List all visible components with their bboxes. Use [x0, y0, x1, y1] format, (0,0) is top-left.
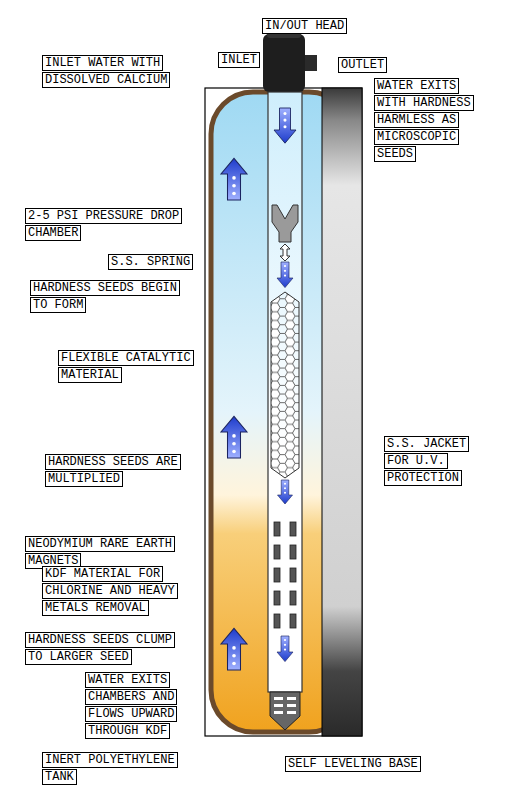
- callout-label: WATER EXITS WITH HARDNESS HARMLESS AS MI…: [374, 78, 474, 163]
- callout-label: SELF LEVELING BASE: [285, 756, 421, 773]
- label-text: HARDNESS SEEDS ARE MULTIPLIED: [45, 454, 181, 487]
- label-text: IN/OUT HEAD: [262, 18, 347, 34]
- label-text: SELF LEVELING BASE: [285, 756, 421, 772]
- label-text: S.S. SPRING: [108, 254, 193, 270]
- label-text: INLET WATER WITH DISSOLVED CALCIUM: [42, 55, 170, 88]
- label-text: S.S. JACKET FOR U.V. PROTECTION: [384, 436, 469, 486]
- callout-label: HARDNESS SEEDS CLUMP TO LARGER SEED: [25, 632, 179, 666]
- label-text: OUTLET: [338, 57, 387, 73]
- callout-label: INERT POLYETHYLENE TANK: [42, 752, 182, 786]
- callout-label: S.S. SPRING: [108, 254, 193, 271]
- callout-label: INLET WATER WITH DISSOLVED CALCIUM: [42, 55, 172, 89]
- label-text: NEODYMIUM RARE EARTH MAGNETS: [25, 536, 175, 569]
- callout-label: NEODYMIUM RARE EARTH MAGNETS: [25, 536, 179, 570]
- callout-label: IN/OUT HEAD: [262, 18, 347, 35]
- label-text: WATER EXITS CHAMBERS AND FLOWS UPWARD TH…: [85, 672, 177, 739]
- label-text: FLEXIBLE CATALYTIC MATERIAL: [58, 350, 194, 383]
- callout-label: KDF MATERIAL FOR CHLORINE AND HEAVY META…: [42, 566, 182, 617]
- callout-label: WATER EXITS CHAMBERS AND FLOWS UPWARD TH…: [85, 672, 183, 740]
- label-text: INLET: [218, 52, 260, 68]
- label-text: 2-5 PSI PRESSURE DROP CHAMBER: [25, 208, 182, 241]
- callout-label: OUTLET: [338, 57, 387, 74]
- label-text: HARDNESS SEEDS BEGIN TO FORM: [30, 280, 180, 313]
- callout-label: HARDNESS SEEDS ARE MULTIPLIED: [45, 454, 185, 488]
- callout-label: S.S. JACKET FOR U.V. PROTECTION: [384, 436, 474, 487]
- label-text: KDF MATERIAL FOR CHLORINE AND HEAVY META…: [42, 566, 178, 616]
- label-text: HARDNESS SEEDS CLUMP TO LARGER SEED: [25, 632, 175, 665]
- label-text: INERT POLYETHYLENE TANK: [42, 752, 178, 785]
- callout-label: HARDNESS SEEDS BEGIN TO FORM: [30, 280, 182, 314]
- callout-label: INLET: [218, 52, 260, 69]
- callout-label: FLEXIBLE CATALYTIC MATERIAL: [58, 350, 194, 384]
- callout-label: 2-5 PSI PRESSURE DROP CHAMBER: [25, 208, 181, 242]
- label-text: WATER EXITS WITH HARDNESS HARMLESS AS MI…: [374, 78, 474, 162]
